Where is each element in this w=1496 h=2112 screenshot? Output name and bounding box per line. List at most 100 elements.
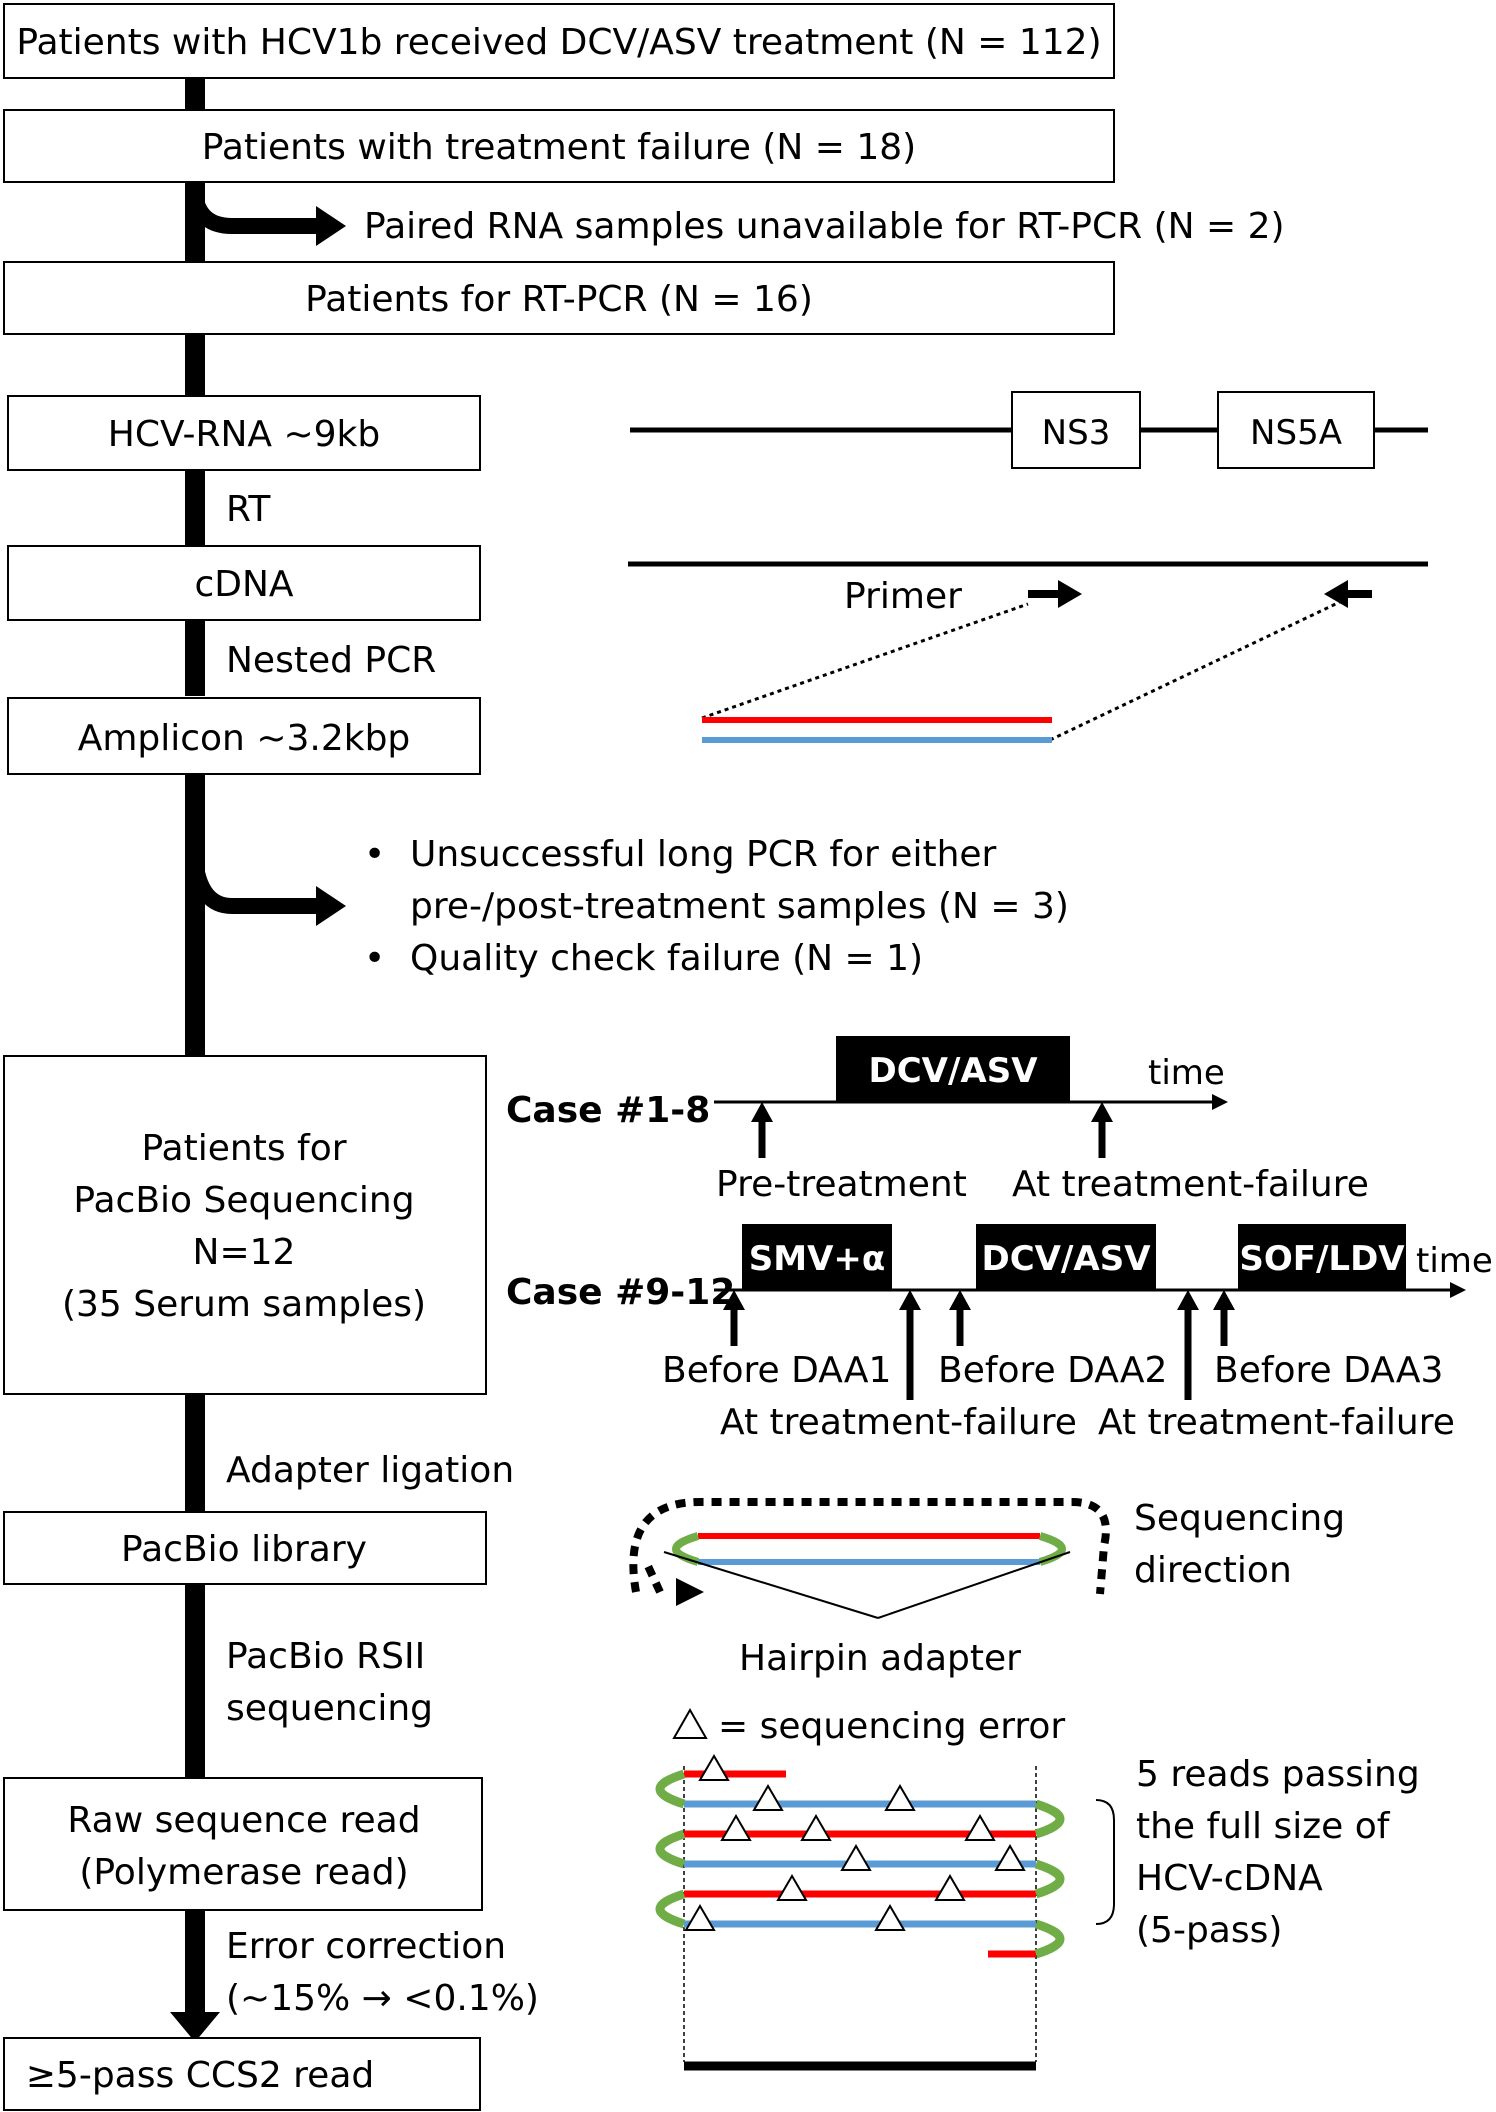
box-pacbio-patients: Patients for PacBio Sequencing N=12 (35 … bbox=[3, 1055, 487, 1395]
read-hairpin-left-3 bbox=[655, 1889, 686, 1929]
bullet-2: • bbox=[364, 938, 385, 979]
sequencing-direction-arrow-icon bbox=[676, 1578, 704, 1606]
box-rtpcr: Patients for RT-PCR (N = 16) bbox=[3, 261, 1115, 335]
failure-label-1: At treatment-failure bbox=[1012, 1164, 1369, 1205]
read-hairpin-left-1 bbox=[655, 1769, 686, 1809]
forward-primer-icon bbox=[1028, 580, 1082, 608]
reads-desc-2: the full size of bbox=[1136, 1806, 1391, 1847]
failure-arrow-2 bbox=[899, 1290, 921, 1400]
box-raw-read-line2: (Polymerase read) bbox=[79, 1852, 408, 1893]
box-pacbio-library: PacBio library bbox=[3, 1511, 487, 1585]
box-ccs2-label: ≥5-pass CCS2 read bbox=[26, 2055, 374, 2096]
primer-guide-left bbox=[701, 602, 1029, 720]
before-daa3-arrow bbox=[1213, 1290, 1235, 1346]
hairpin-label: Hairpin adapter bbox=[739, 1638, 1021, 1679]
reads-desc-1: 5 reads passing bbox=[1136, 1754, 1420, 1795]
step-nested-pcr-label: Nested PCR bbox=[226, 640, 436, 681]
hairpin-pointer-right bbox=[877, 1551, 1071, 1619]
exclusion-2-line2: pre-/post-treatment samples (N = 3) bbox=[410, 886, 1069, 927]
exclusion-1-label: Paired RNA samples unavailable for RT-PC… bbox=[364, 206, 1285, 247]
step-rsii-line1: PacBio RSII bbox=[226, 1636, 425, 1677]
exclusion-2-line3: Quality check failure (N = 1) bbox=[410, 938, 923, 979]
failure-arrow-1 bbox=[1091, 1102, 1113, 1158]
case-9-12-label: Case #9-12 bbox=[506, 1272, 735, 1313]
dcv-asv-block-1 bbox=[836, 1036, 1070, 1102]
dcv-asv-block-2 bbox=[976, 1224, 1156, 1290]
timeline-2-arrowhead bbox=[1450, 1282, 1466, 1298]
exclusion-arrow-1 bbox=[187, 194, 346, 246]
box-pacbio-library-label: PacBio library bbox=[121, 1529, 367, 1570]
primer-guide-right bbox=[1049, 598, 1345, 742]
box-hcv-rna: HCV-RNA ~9kb bbox=[7, 395, 481, 471]
failure-arrow-3 bbox=[1177, 1290, 1199, 1400]
reads-schematic: = sequencing error bbox=[655, 1706, 1420, 2071]
reverse-primer-icon bbox=[1324, 580, 1372, 608]
direction-label-1: Sequencing bbox=[1134, 1498, 1345, 1539]
reads-desc-3: HCV-cDNA bbox=[1136, 1858, 1323, 1899]
exclusion-arrow-2 bbox=[187, 858, 346, 926]
box-pacbio-line3: N=12 bbox=[193, 1232, 296, 1273]
step-adapter-label: Adapter ligation bbox=[226, 1450, 514, 1491]
before-daa3-label: Before DAA3 bbox=[1214, 1350, 1443, 1391]
reads-desc-4: (5-pass) bbox=[1136, 1910, 1282, 1951]
genome-schematic: NS3 NS5A Primer bbox=[628, 391, 1428, 743]
dcv-asv-label-2: DCV/ASV bbox=[981, 1239, 1151, 1279]
sequencing-error-markers bbox=[684, 1754, 1026, 1931]
box-cdna: cDNA bbox=[7, 545, 481, 621]
flow-spine bbox=[170, 78, 220, 2042]
sequencing-direction-loop-left bbox=[644, 1564, 664, 1594]
step-rt-label: RT bbox=[226, 489, 271, 530]
box-rtpcr-label: Patients for RT-PCR (N = 16) bbox=[305, 279, 813, 320]
box-cdna-label: cDNA bbox=[194, 564, 293, 605]
ns3-label: NS3 bbox=[1042, 413, 1111, 453]
box-failure-label: Patients with treatment failure (N = 18) bbox=[202, 127, 916, 168]
failure-label-2: At treatment-failure bbox=[720, 1402, 1077, 1443]
box-raw-read: Raw sequence read (Polymerase read) bbox=[3, 1777, 483, 1911]
box-hcv-rna-label: HCV-RNA ~9kb bbox=[108, 414, 381, 455]
step-rsii-line2: sequencing bbox=[226, 1688, 433, 1729]
ns5a-label: NS5A bbox=[1250, 413, 1342, 453]
pre-treatment-arrow bbox=[751, 1102, 773, 1158]
box-pacbio-line1: Patients for bbox=[141, 1128, 346, 1169]
box-pacbio-line4: (35 Serum samples) bbox=[62, 1284, 426, 1325]
exclusion-2-list: • Unsuccessful long PCR for either pre-/… bbox=[364, 834, 1069, 979]
smv-label: SMV+α bbox=[749, 1239, 885, 1279]
error-marker-icon bbox=[884, 1784, 916, 1811]
error-marker-icon bbox=[776, 1874, 808, 1901]
exclusion-2-line1: Unsuccessful long PCR for either bbox=[410, 834, 997, 875]
smv-block bbox=[742, 1224, 892, 1290]
before-daa2-label: Before DAA2 bbox=[938, 1350, 1167, 1391]
box-amplicon-label: Amplicon ~3.2kbp bbox=[78, 718, 411, 759]
timeline-case-9-12: Case #9-12 SMV+α DCV/ASV SOF/LDV time bbox=[506, 1224, 1493, 1443]
ns3-box bbox=[1011, 391, 1141, 469]
timeline-case-1-8: Case #1-8 DCV/ASV time Pre-treatment At … bbox=[506, 1036, 1369, 1205]
failure-label-3: At treatment-failure bbox=[1098, 1402, 1455, 1443]
error-marker-icon bbox=[840, 1844, 872, 1871]
box-failure: Patients with treatment failure (N = 18) bbox=[3, 109, 1115, 183]
read-hairpin-right-1 bbox=[1034, 1799, 1065, 1839]
box-raw-read-line1: Raw sequence read bbox=[67, 1800, 420, 1841]
direction-label-2: direction bbox=[1134, 1550, 1292, 1591]
read-hairpin-left-2 bbox=[655, 1829, 686, 1869]
dcv-asv-label-1: DCV/ASV bbox=[868, 1051, 1038, 1091]
library-schematic: Hairpin adapter Sequencing direction bbox=[629, 1498, 1345, 1679]
error-marker-icon bbox=[684, 1904, 716, 1931]
timeline-2-time-label: time bbox=[1416, 1241, 1493, 1281]
sof-ldv-label: SOF/LDV bbox=[1239, 1239, 1405, 1279]
timeline-1-time-label: time bbox=[1148, 1053, 1225, 1093]
bullet-1: • bbox=[364, 834, 385, 875]
box-ccs2-read: ≥5-pass CCS2 read bbox=[3, 2037, 481, 2111]
box-amplicon: Amplicon ~3.2kbp bbox=[7, 697, 481, 775]
step-error-line1: Error correction bbox=[226, 1926, 506, 1967]
sequencing-direction-loop-right bbox=[629, 1498, 1110, 1595]
box-enrolled: Patients with HCV1b received DCV/ASV tre… bbox=[3, 3, 1115, 79]
error-marker-icon bbox=[874, 1904, 906, 1931]
error-marker-icon bbox=[698, 1754, 730, 1781]
timeline-1-arrowhead bbox=[1212, 1094, 1228, 1110]
sof-ldv-block bbox=[1238, 1224, 1406, 1290]
box-enrolled-label: Patients with HCV1b received DCV/ASV tre… bbox=[16, 22, 1101, 63]
error-legend-label: = sequencing error bbox=[718, 1706, 1065, 1747]
ns5a-box bbox=[1217, 391, 1375, 469]
read-hairpin-right-2 bbox=[1034, 1859, 1065, 1899]
error-marker-icon bbox=[934, 1874, 966, 1901]
